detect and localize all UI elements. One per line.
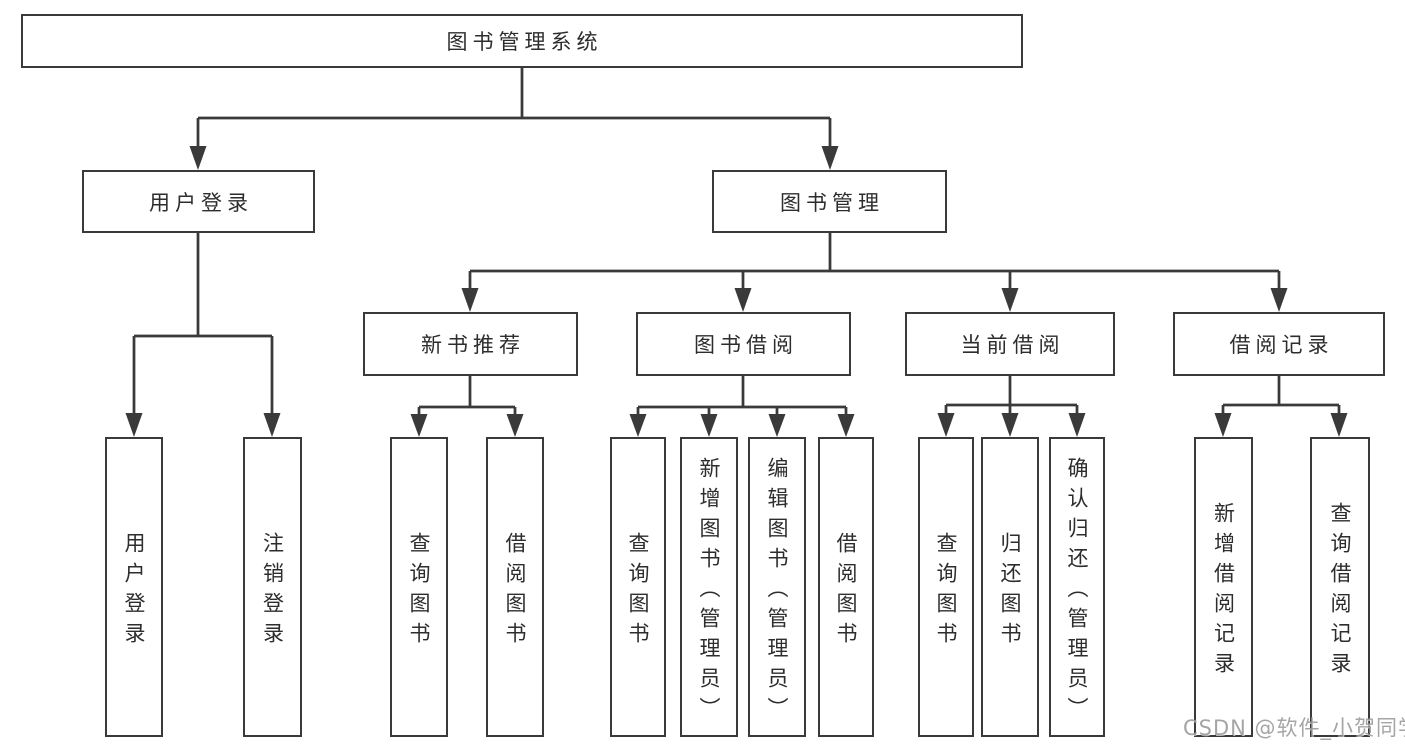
arrowhead (734, 288, 752, 312)
leaf-current-confirm-return-label: 确认归还（管理员） (1065, 456, 1089, 727)
arrowhead (410, 414, 428, 437)
node-borrowing-records-label: 借阅记录 (1229, 333, 1334, 357)
arrowhead (700, 414, 718, 437)
leaf-recommend-query-books-label: 查询图书 (407, 531, 431, 652)
node-book-borrowing: 图书借阅 (636, 312, 851, 376)
leaf-records-query-record-label: 查询借阅记录 (1328, 501, 1352, 682)
edges-new-book-recommend (410, 376, 524, 437)
arrowhead (768, 414, 786, 437)
arrowhead (506, 414, 524, 437)
arrowhead (937, 413, 955, 437)
leaf-current-return-books-label: 归还图书 (998, 531, 1022, 652)
leaf-records-add-record-label: 新增借阅记录 (1211, 501, 1236, 682)
leaf-borrowing-edit-books: 编辑图书（管理员） (748, 437, 806, 737)
arrowhead (629, 414, 647, 437)
node-borrowing-records: 借阅记录 (1173, 312, 1385, 376)
csdn-watermark: CSDN @软件_小贺同学 (1183, 716, 1405, 740)
leaf-recommend-borrow-books-label: 借阅图书 (503, 531, 527, 652)
node-root-label: 图书管理系统 (446, 30, 603, 54)
node-root: 图书管理系统 (21, 14, 1023, 68)
arrowhead (821, 146, 839, 170)
edges-book-borrowing (629, 376, 855, 437)
leaf-recommend-borrow-books: 借阅图书 (486, 437, 544, 737)
leaf-current-query-books: 查询图书 (918, 437, 974, 737)
arrowhead (1214, 413, 1232, 437)
arrowhead (1330, 413, 1348, 437)
leaf-user-login: 用户登录 (105, 437, 163, 737)
arrowhead (189, 146, 207, 170)
leaf-records-query-record: 查询借阅记录 (1310, 437, 1370, 737)
edges-user-login (125, 233, 281, 437)
leaf-borrowing-query-books: 查询图书 (610, 437, 666, 737)
node-current-borrowing-label: 当前借阅 (960, 333, 1065, 357)
leaf-logout-login-label: 注销登录 (260, 531, 285, 652)
node-book-management-label: 图书管理 (780, 190, 884, 215)
leaf-current-return-books: 归还图书 (981, 437, 1039, 737)
arrowhead (461, 288, 479, 312)
node-book-borrowing-label: 图书借阅 (694, 333, 798, 357)
edges-book-management (461, 233, 1288, 312)
arrowhead (125, 413, 143, 437)
arrowhead (1068, 413, 1086, 437)
arrowhead (263, 413, 281, 437)
edges-current-borrowing (937, 376, 1086, 437)
edges-borrowing-records (1214, 376, 1348, 437)
leaf-borrowing-borrow-books-label: 借阅图书 (834, 531, 858, 652)
leaf-borrowing-query-books-label: 查询图书 (626, 531, 650, 652)
leaf-borrowing-borrow-books: 借阅图书 (818, 437, 874, 737)
leaf-borrowing-add-books-label: 新增图书（管理员） (697, 456, 721, 727)
leaf-borrowing-add-books: 新增图书（管理员） (680, 437, 738, 737)
arrowhead (1001, 413, 1019, 437)
node-user-login: 用户登录 (82, 170, 315, 233)
leaf-current-query-books-label: 查询图书 (934, 531, 958, 652)
leaf-recommend-query-books: 查询图书 (390, 437, 448, 737)
leaf-borrowing-edit-books-label: 编辑图书（管理员） (765, 456, 789, 727)
node-new-book-recommend-label: 新书推荐 (421, 333, 525, 357)
node-user-login-label: 用户登录 (149, 190, 253, 215)
arrowhead (837, 414, 855, 437)
leaf-records-add-record: 新增借阅记录 (1194, 437, 1253, 737)
arrowhead (1270, 288, 1288, 312)
edges-root (189, 68, 839, 170)
leaf-user-login-label: 用户登录 (122, 531, 146, 652)
arrowhead (1001, 288, 1019, 312)
node-book-management: 图书管理 (712, 170, 947, 233)
leaf-logout-login: 注销登录 (243, 437, 302, 737)
leaf-current-confirm-return: 确认归还（管理员） (1049, 437, 1105, 737)
node-new-book-recommend: 新书推荐 (363, 312, 578, 376)
node-current-borrowing: 当前借阅 (905, 312, 1115, 376)
